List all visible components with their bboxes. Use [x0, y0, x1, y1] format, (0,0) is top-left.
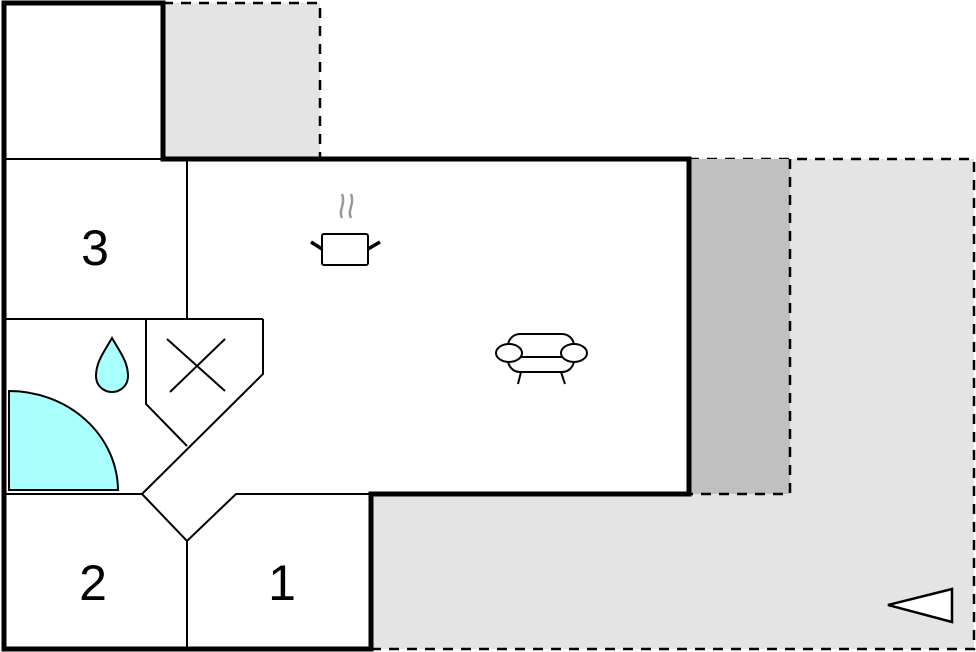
kitchen-pot-icon	[310, 193, 381, 266]
terrace-top	[163, 1, 322, 158]
room-label-1: 1	[268, 555, 296, 611]
covered-terrace	[689, 159, 792, 496]
room-label-2: 2	[79, 555, 107, 611]
exterior-walls	[1, 0, 692, 652]
interior-walls	[4, 158, 371, 649]
north-arrow-icon	[887, 587, 954, 624]
terrace-right	[371, 157, 976, 651]
room-label-3: 3	[81, 220, 109, 276]
water-drop-icon	[94, 335, 130, 394]
house-interior	[4, 3, 689, 649]
shower-icon	[8, 389, 120, 491]
cross-icon	[166, 338, 226, 393]
sofa-icon	[495, 333, 588, 385]
